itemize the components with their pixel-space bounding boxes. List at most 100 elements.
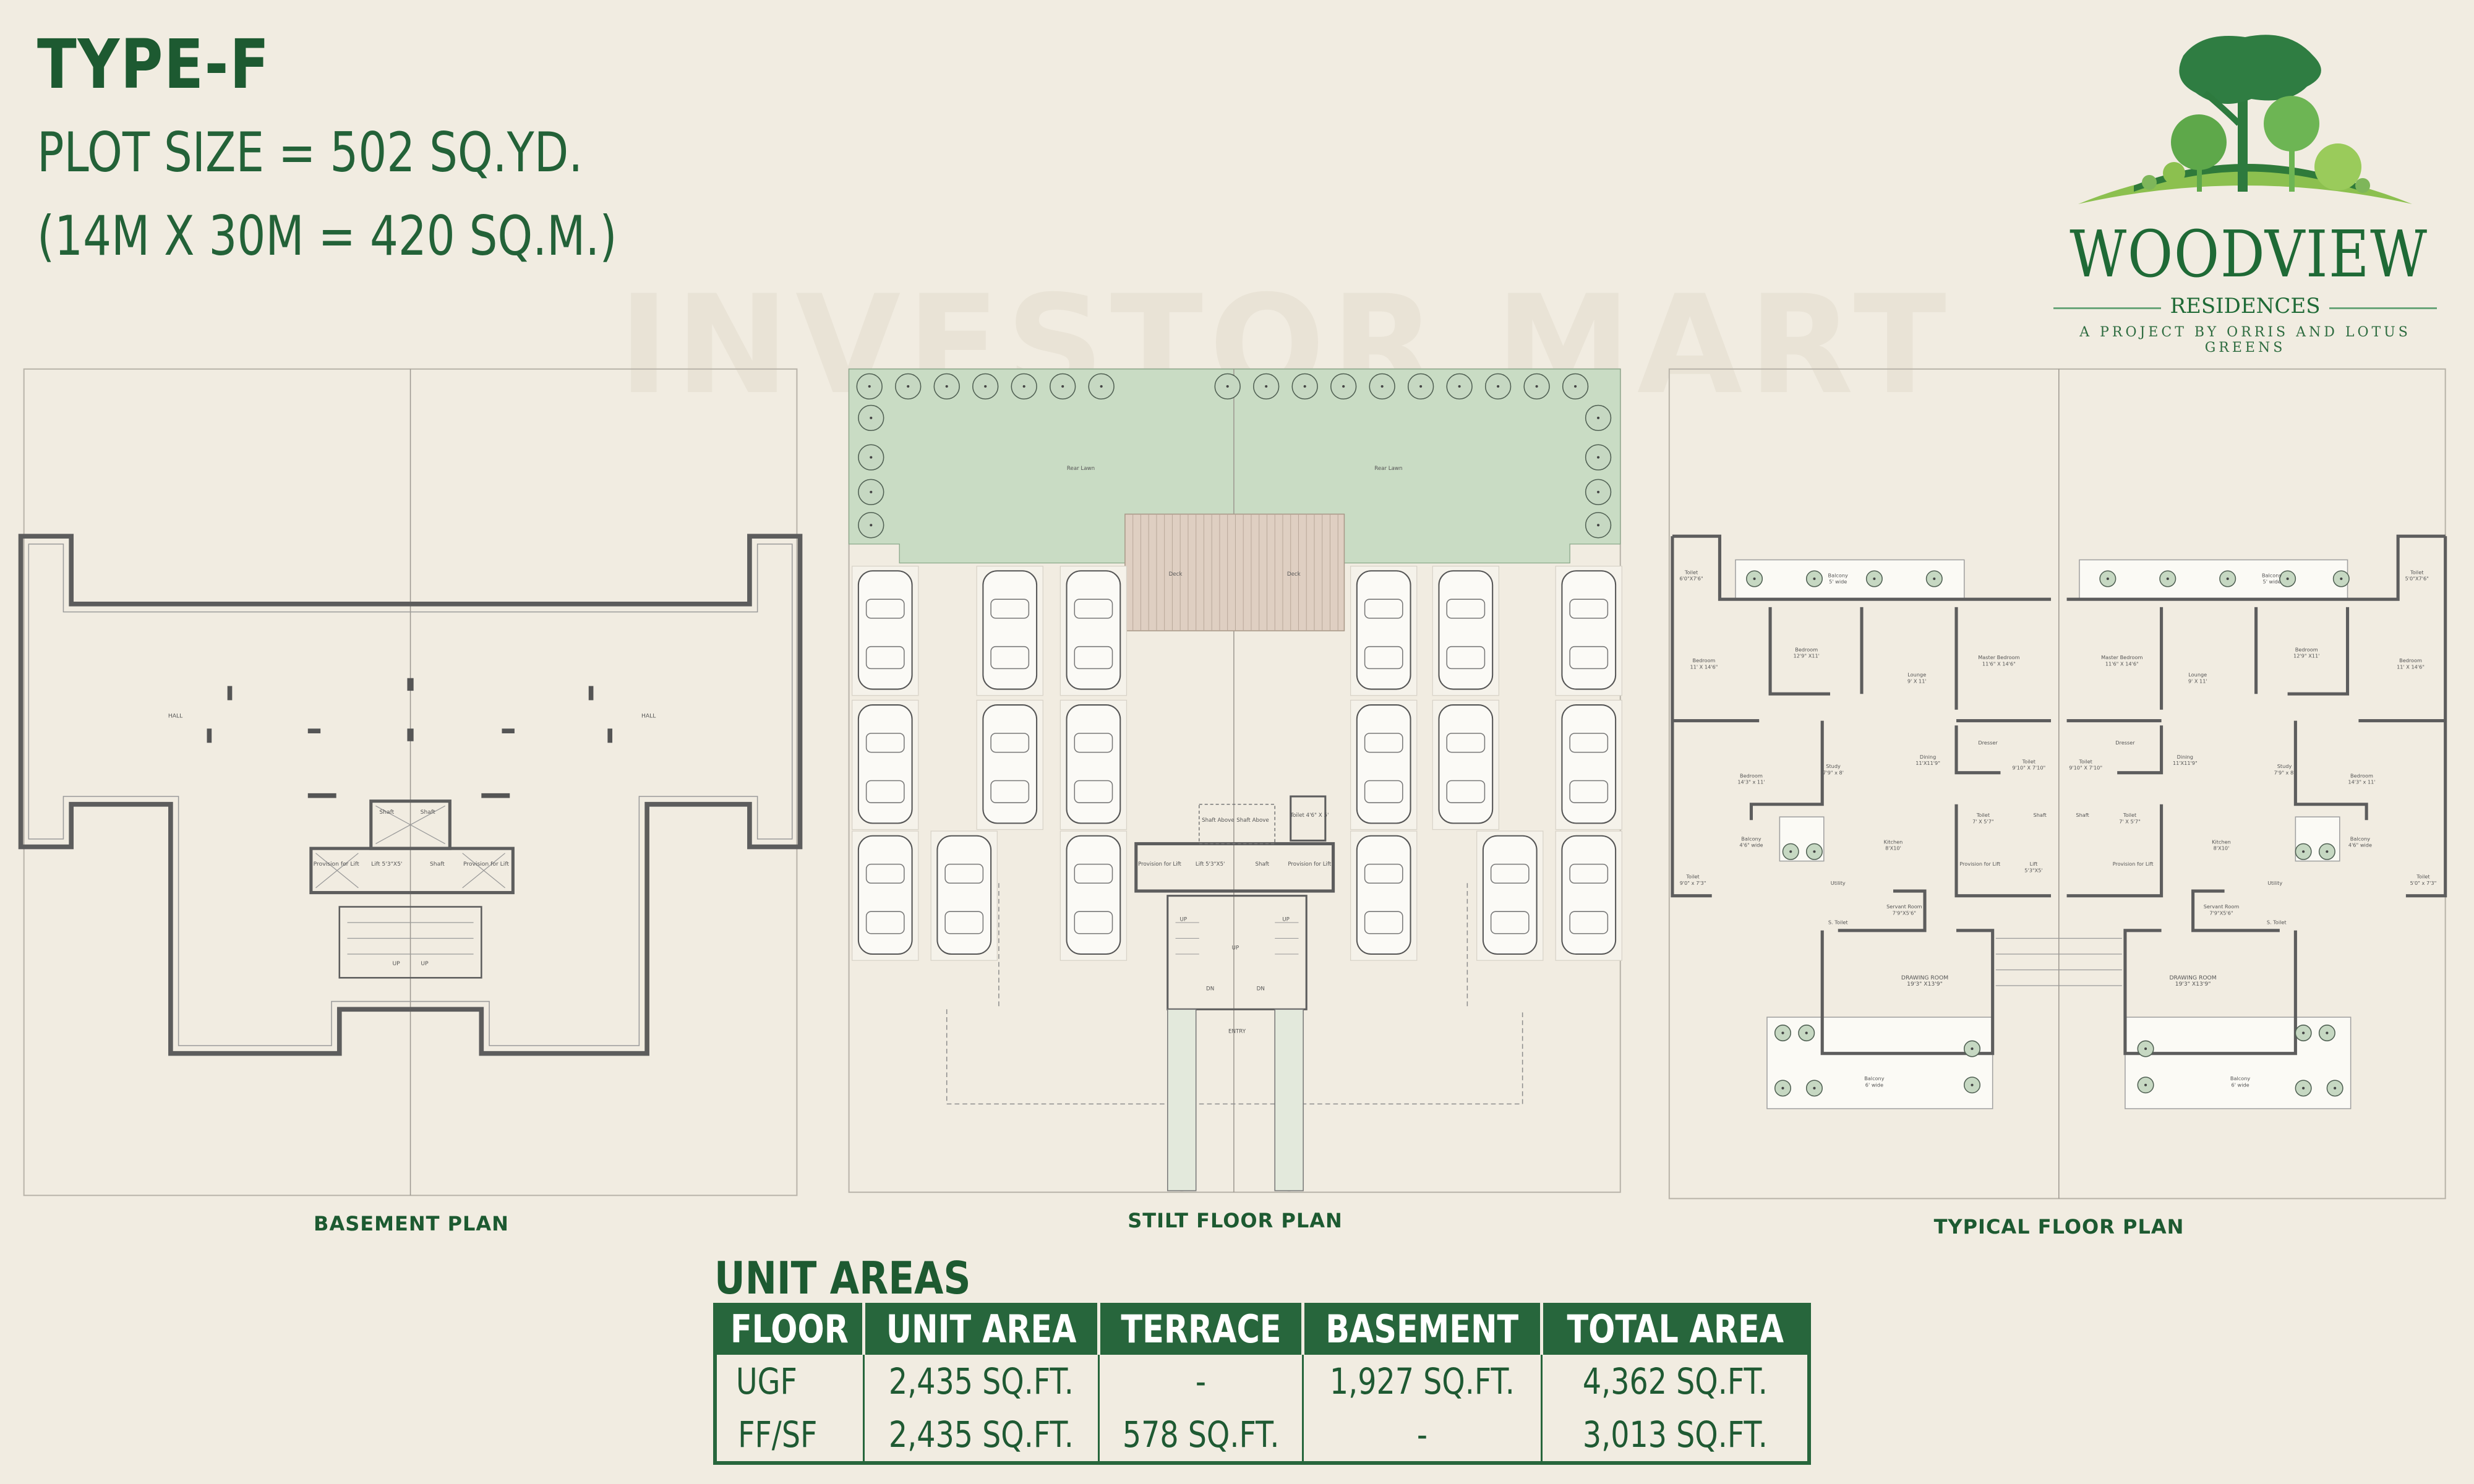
typical-room-name: Master Bedroom: [1978, 654, 2019, 660]
logo-name: WOODVIEW: [2070, 216, 2428, 292]
car-parking-icon: [976, 565, 1043, 696]
car-parking-icon: [930, 830, 998, 961]
table-cell: 578 SQ.FT.: [1098, 1408, 1303, 1463]
typical-room-name: Dresser: [2115, 740, 2135, 746]
car-parking-icon: [1059, 830, 1128, 961]
typical-room-dimensions: 11'X11'9": [1915, 760, 1940, 766]
typical-room-name: Lounge: [1907, 672, 1926, 678]
typical-room-name: Dining: [1920, 754, 1936, 760]
woodview-logo: WOODVIEW RESIDENCES A PROJECT BY ORRIS A…: [2041, 19, 2449, 356]
stilt-core: [1134, 795, 1335, 1010]
typical-room-name: Kitchen: [2212, 839, 2231, 845]
plot-size: PLOT SIZE = 502 SQ.YD.: [37, 121, 583, 184]
car-parking-icon: [1555, 565, 1622, 696]
typical-room-name: Provision for Lift: [1959, 861, 2000, 867]
deck: [1124, 513, 1345, 631]
typical-room-name: Bedroom: [2295, 646, 2318, 652]
typical-room-dimensions: 5'0" x 7'3": [2410, 880, 2437, 886]
typical-room-name: Bedroom: [1795, 646, 1818, 652]
table-cell: 2,435 SQ.FT.: [862, 1408, 1099, 1463]
balconies: [1735, 559, 2352, 1109]
column-header: UNIT AREA: [862, 1303, 1099, 1355]
stilt-room-label: ENTRY: [1228, 1029, 1246, 1035]
typical-room-name: Balcony: [2262, 572, 2282, 578]
typical-room-name: Shaft: [2034, 812, 2047, 818]
car-parking-icon: [1350, 565, 1418, 696]
column-header: TERRACE: [1097, 1303, 1303, 1355]
basement-room-label: UP: [392, 960, 400, 967]
typical-room-dimensions: 9'10" X 7'10": [2069, 765, 2102, 771]
typical-room-dimensions: 5'0"X7'6": [2405, 576, 2429, 582]
typical-room-dimensions: 6'0"X7'6": [1679, 576, 1703, 582]
typical-room-name: Toilet: [2123, 812, 2136, 818]
typical-room-dimensions: 11' X 14'6": [1690, 663, 1718, 670]
typical-room-dimensions: 7' X 5'7": [2119, 818, 2141, 824]
typical-room-dimensions: 11'6" X 14'6": [1982, 660, 2016, 667]
table-row: UGF 2,435 SQ.FT. - 1,927 SQ.FT. 4,362 SQ…: [715, 1355, 1810, 1408]
typical-room-dimensions: 8'X10': [1885, 845, 1901, 851]
typical-room-name: Bedroom: [1740, 772, 1763, 778]
stilt-room-label: UP: [1180, 916, 1188, 923]
stilt-room-label: DN: [1257, 986, 1265, 992]
table-cell: 4,362 SQ.FT.: [1540, 1355, 1810, 1408]
typical-room-dimensions: 9' X 11': [2188, 678, 2207, 684]
typical-room-name: Lounge: [2188, 672, 2207, 678]
typical-room-dimensions: 7' X 5'7": [1972, 818, 1994, 824]
stilt-room-label: Provision for Lift: [1288, 861, 1331, 868]
typical-room-name: Bedroom: [2350, 772, 2373, 778]
typical-room-name: Balcony: [1828, 572, 1849, 578]
stilt-room-label: Provision for Lift: [1138, 861, 1181, 868]
typical-room-dimensions: 11' X 14'6": [2397, 663, 2425, 670]
basement-room-label: Provision for Lift: [463, 861, 509, 868]
typical-room-dimensions: 11'X11'9": [2173, 760, 2198, 766]
typical-room-dimensions: 4'6" wide: [1739, 842, 1763, 848]
typical-room-name: Provision for Lift: [2113, 861, 2154, 867]
stilt-room-label: Deck: [1169, 571, 1183, 578]
typical-room-dimensions: 5' wide: [2263, 579, 2281, 585]
typical-room-name: Utility: [2267, 880, 2282, 886]
table-cell: 3,013 SQ.FT.: [1540, 1408, 1810, 1463]
typical-room-name: S. Toilet: [1828, 919, 1848, 926]
typical-room-dimensions: 12'9" X11': [1794, 653, 1820, 659]
typical-room-dimensions: 5'3"X5': [2024, 867, 2042, 873]
typical-room-dimensions: 14'3" x 11': [1737, 779, 1765, 785]
rear-lawn: [848, 369, 1621, 564]
car-parking-icon: [1555, 830, 1622, 961]
logo-subtitle: RESIDENCES: [2041, 294, 2449, 318]
table-row: FF/SF 2,435 SQ.FT. 578 SQ.FT. - 3,013 SQ…: [715, 1408, 1810, 1463]
typical-room-name: Bedroom: [1692, 657, 1715, 663]
stilt-room-label: Shaft: [1256, 861, 1270, 868]
car-parking-icon: [976, 699, 1043, 830]
typical-room-dimensions: 5' wide: [1829, 579, 1847, 585]
stilt-room-label: Toilet 4'6" X 5': [1290, 812, 1329, 819]
typical-room-name: Servant Room: [1886, 903, 1922, 910]
typical-room-name: Dresser: [1978, 740, 1998, 746]
logo-subtitle-text: RESIDENCES: [2161, 294, 2329, 318]
typical-room-name: Balcony: [2350, 835, 2371, 842]
typical-room-name: Toilet: [2410, 569, 2423, 575]
basement-outer-wall: [18, 534, 803, 1056]
type-title: TYPE-F: [37, 25, 270, 104]
basement-plan-caption: BASEMENT PLAN: [314, 1212, 509, 1235]
typical-room-name: Toilet: [1684, 569, 1698, 575]
typical-room-name: Utility: [1831, 880, 1846, 886]
typical-room-name: Study: [2277, 763, 2292, 769]
typical-room-name: Servant Room: [2204, 903, 2240, 910]
stilt-room-label: Shaft Above: [1202, 817, 1235, 824]
stilt-plan-caption: STILT FLOOR PLAN: [1128, 1209, 1343, 1232]
stilt-room-label: DN: [1206, 986, 1214, 992]
stilt-room-label: Lift 5'3"X5': [1196, 861, 1225, 868]
logo-tagline: A PROJECT BY ORRIS AND LOTUS GREENS: [2079, 325, 2411, 356]
typical-room-dimensions: 4'6" wide: [2348, 842, 2372, 848]
car-parking-icon: [1432, 699, 1500, 830]
typical-room-dimensions: 7'9"X5'6": [2209, 910, 2233, 916]
stilt-room-label: Shaft Above: [1236, 817, 1269, 824]
typical-room-dimensions: 14'3" x 11': [2348, 779, 2375, 785]
typical-room-name: Balcony: [1864, 1075, 1885, 1081]
basement-room-label: HALL: [641, 712, 656, 719]
stilt-room-label: UP: [1232, 945, 1239, 951]
basement-room-label: UP: [421, 960, 429, 967]
